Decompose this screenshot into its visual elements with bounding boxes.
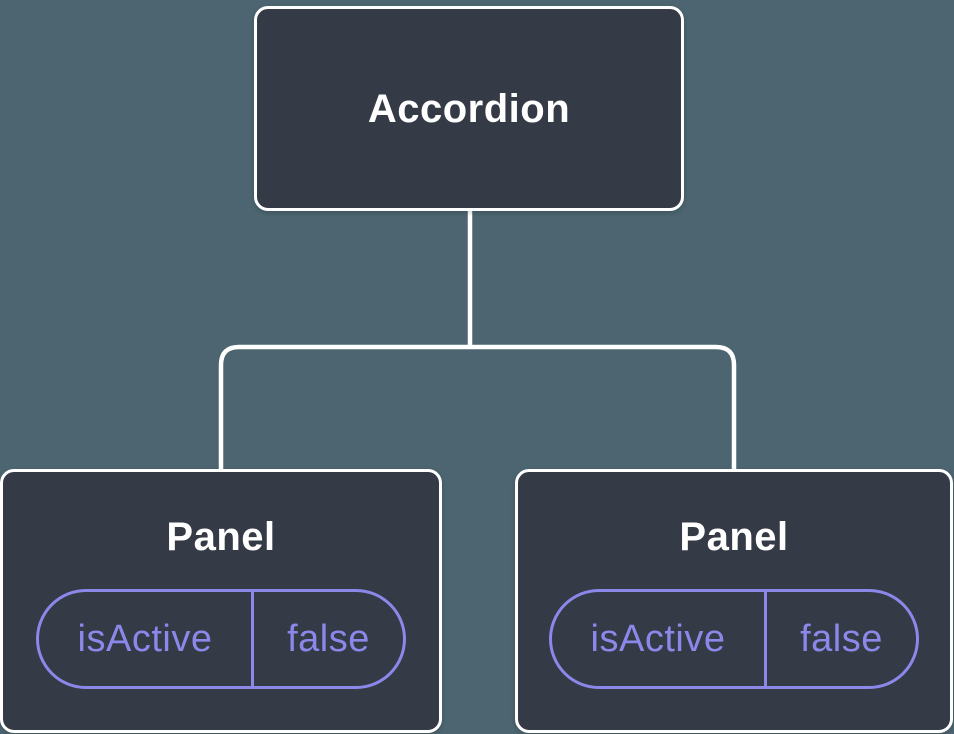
state-value: false xyxy=(287,617,370,660)
node-label-panel: Panel xyxy=(679,515,789,559)
node-label-panel: Panel xyxy=(166,515,276,559)
state-pill: isActive false xyxy=(549,589,919,689)
state-value: false xyxy=(800,617,883,660)
state-name: isActive xyxy=(552,592,767,686)
state-name: isActive xyxy=(39,592,254,686)
node-label-accordion: Accordion xyxy=(367,86,571,131)
tree-node-panel-right: Panel isActive false xyxy=(515,469,953,733)
tree-node-panel-left: Panel isActive false xyxy=(0,469,442,733)
connector-branch xyxy=(218,344,737,471)
tree-node-accordion: Accordion xyxy=(254,6,684,211)
state-pill: isActive false xyxy=(36,589,406,689)
